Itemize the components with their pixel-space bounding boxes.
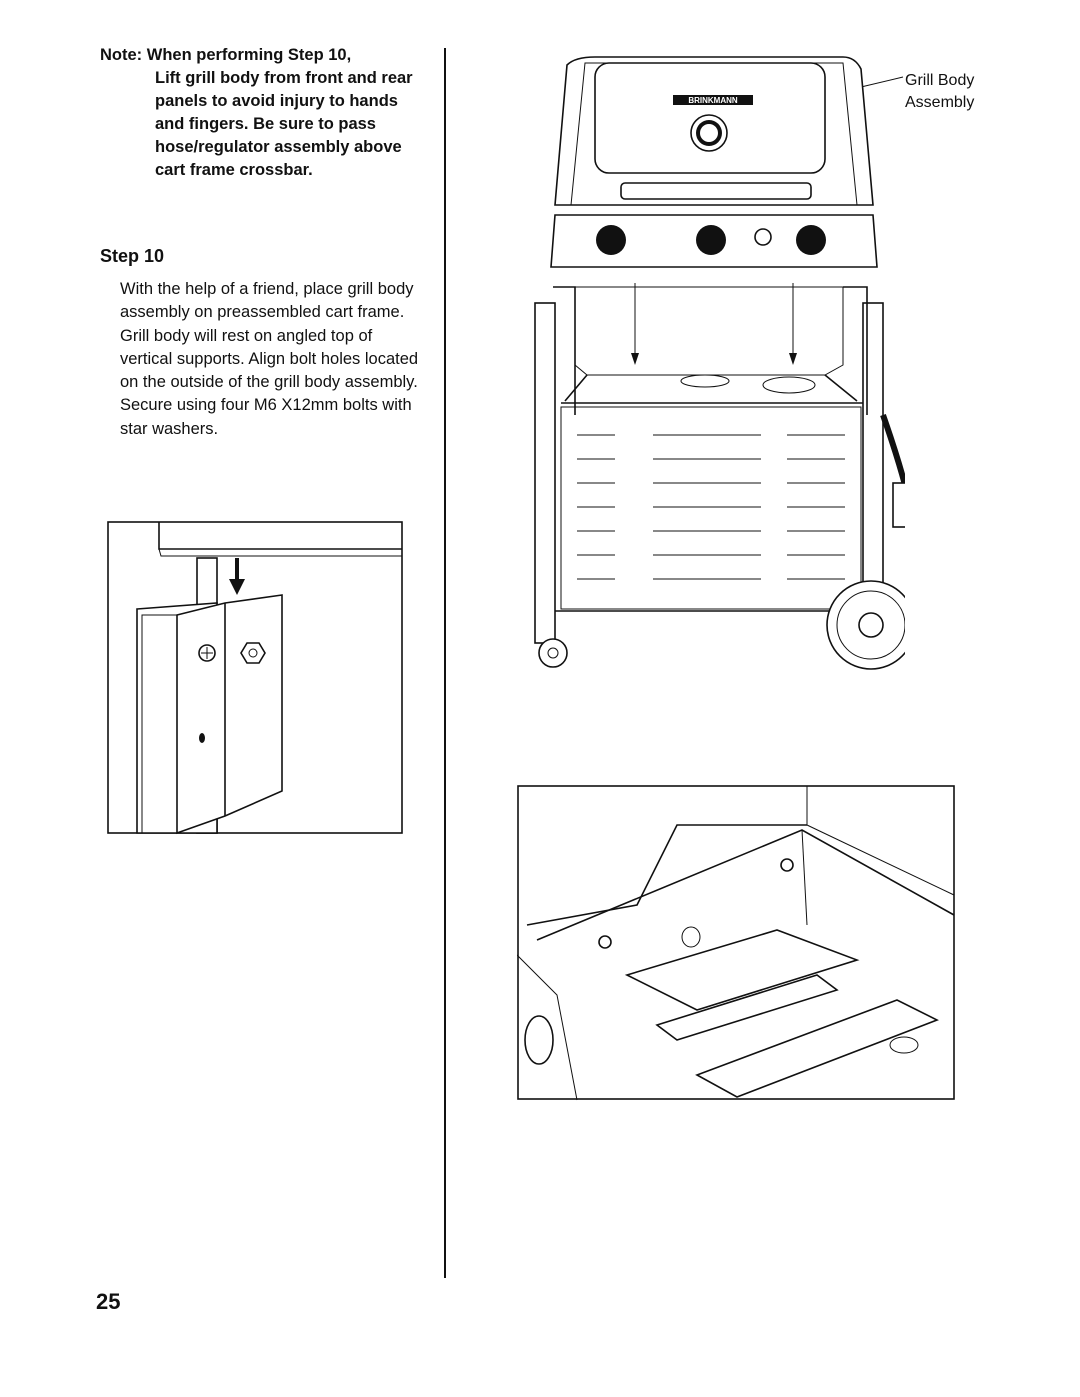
step-instructions: With the help of a friend, place grill b… (120, 280, 419, 438)
bolt-icon (780, 858, 794, 872)
callout-line-2: Assembly (905, 94, 975, 111)
bolt-icon (598, 935, 612, 949)
note-body: Lift grill body from front and rear pane… (155, 69, 413, 179)
callout-line-1: Grill Body (905, 72, 975, 89)
grill-body-callout: Grill Body Assembly (905, 70, 1005, 114)
brand-logo: BRINKMANN (688, 96, 738, 105)
step-heading: Step 10 (100, 246, 165, 266)
safety-note: Note: When performing Step 10, Lift gril… (100, 44, 430, 182)
control-knob-icon (696, 225, 726, 255)
caster-wheel-icon (538, 638, 568, 668)
column-divider (444, 48, 446, 1278)
note-lead: Note: When performing Step 10, (100, 46, 352, 64)
control-knob-icon (524, 1015, 554, 1065)
grill-cart-illustration: BRINKMANN (534, 56, 905, 670)
bracket-detail-illustration (107, 521, 403, 835)
firebox-detail-illustration (517, 785, 955, 1101)
control-knob-icon (596, 225, 626, 255)
burner-hole-icon (681, 926, 701, 948)
control-knob-icon (796, 225, 826, 255)
burner-hole-icon (889, 1036, 919, 1054)
page-number: 25 (96, 1289, 121, 1314)
